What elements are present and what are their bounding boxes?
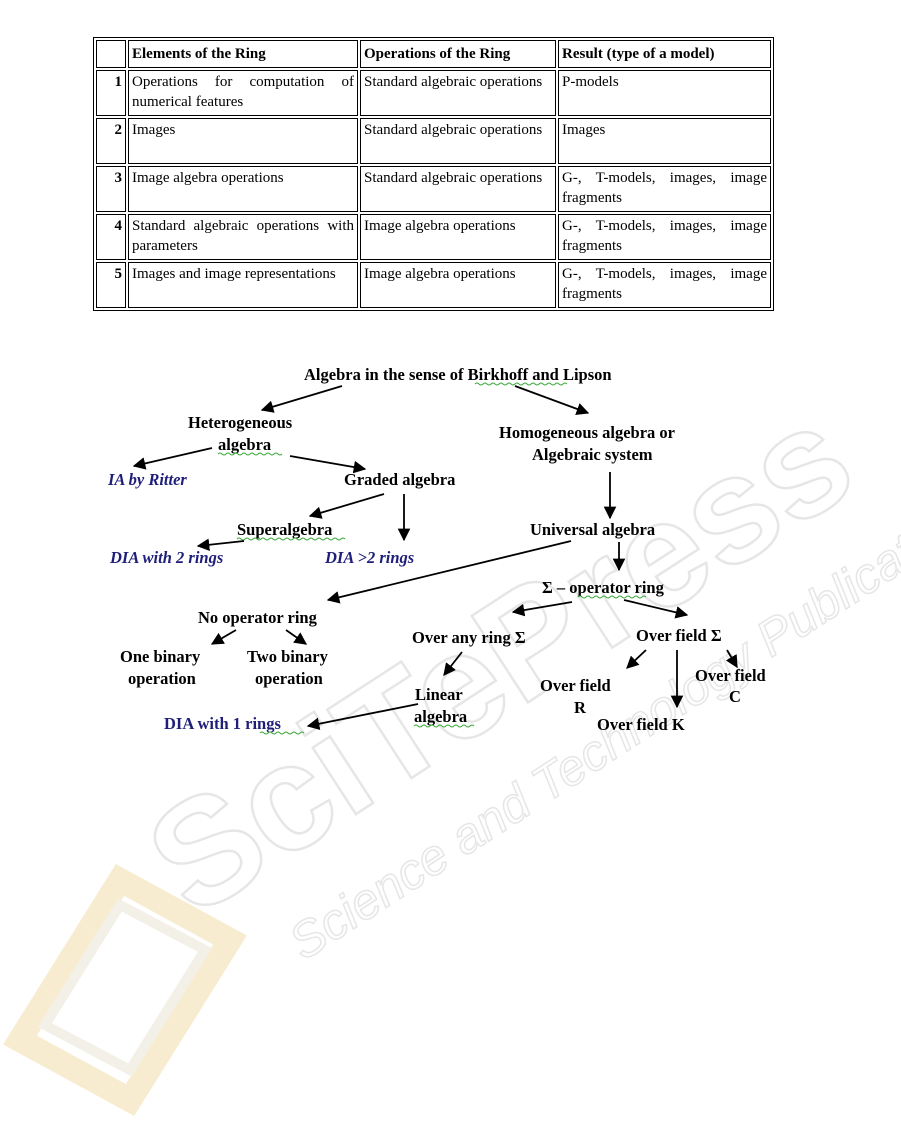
table-row: 2 Images Standard algebraic operations I… [96,118,771,164]
arrow-root-to-homogeneous [514,385,590,415]
node-two-binary-line1: Two binary [247,647,329,666]
node-heterogeneous-line1: Heterogeneous [188,413,293,432]
diagram-arrows [132,385,738,730]
node-no-operator-ring: No operator ring [198,608,318,627]
row-operations: Standard algebraic operations [360,70,556,116]
row-number: 2 [96,118,126,164]
row-number: 4 [96,214,126,260]
arrow-heterogeneous-to-graded [289,455,367,474]
arrow-sigma-to-over-any-ring [511,601,573,617]
node-linear-line2: algebra [414,707,467,726]
table-header-result: Result (type of a model) [558,40,771,68]
row-operations: Image algebra operations [360,262,556,308]
row-result: G-, T-models, images, image fragments [558,262,771,308]
arrow-graded-to-superalgebra [308,493,385,519]
watermark-sub-text: Science and Technology Publications [279,473,901,970]
arrow-universal-to-no-operator [326,540,572,604]
arrow-sigma-to-over-field [623,599,689,619]
node-homogeneous-line2: Algebraic system [532,445,653,464]
node-over-any-ring: Over any ring Σ [412,628,526,647]
table-header-elements: Elements of the Ring [128,40,358,68]
table-row: 1 Operations for computation of numerica… [96,70,771,116]
table-row: 3 Image algebra operations Standard alge… [96,166,771,212]
node-over-field-r-line2: R [574,698,587,717]
watermark-main-text: SciTePress [119,371,880,946]
row-elements: Operations for computation of numerical … [128,70,358,116]
node-one-binary-line1: One binary [120,647,201,666]
node-graded-algebra: Graded algebra [344,470,455,489]
row-result: G-, T-models, images, image fragments [558,166,771,212]
node-root: Algebra in the sense of Birkhoff and Lip… [304,365,612,384]
node-linear-line1: Linear [415,685,463,704]
table-row: 5 Images and image representations Image… [96,262,771,308]
table-header-num [96,40,126,68]
table-header-operations: Operations of the Ring [360,40,556,68]
row-operations: Standard algebraic operations [360,166,556,212]
node-ia-ritter: IA by Ritter [107,470,187,489]
row-result: G-, T-models, images, image fragments [558,214,771,260]
arrow-over-field-to-c [725,649,738,669]
node-over-field-c-line1: Over field [695,666,766,685]
row-elements: Image algebra operations [128,166,358,212]
row-number: 5 [96,262,126,308]
arrow-linear-to-dia-1 [306,703,419,730]
row-number: 3 [96,166,126,212]
row-elements: Images and image representations [128,262,358,308]
node-two-binary-line2: operation [255,669,323,688]
row-result: P-models [558,70,771,116]
ring-types-table: Elements of the Ring Operations of the R… [93,37,774,311]
spellcheck-underlines [217,382,647,735]
row-result: Images [558,118,771,164]
node-dia-1-rings: DIA with 1 rings [164,714,281,733]
row-elements: Images [128,118,358,164]
node-over-field-sigma: Over field Σ [636,626,722,645]
arrow-heterogeneous-to-ia-ritter [132,447,213,470]
watermark-logo-icon [3,864,247,1116]
arrow-superalgebra-to-dia-2 [196,538,245,552]
node-over-field-c-line2: C [729,687,741,706]
node-over-field-r-line1: Over field [540,676,611,695]
node-dia-2-rings: DIA with 2 rings [109,548,223,567]
arrow-no-operator-to-one-binary [210,629,237,645]
arrow-root-to-heterogeneous [260,385,343,413]
node-superalgebra: Superalgebra [237,520,332,539]
table-header-row: Elements of the Ring Operations of the R… [96,40,771,68]
node-one-binary-line2: operation [128,669,196,688]
arrow-no-operator-to-two-binary [285,629,308,645]
node-heterogeneous-line2: algebra [218,435,271,454]
row-number: 1 [96,70,126,116]
node-dia-gt2-rings: DIA >2 rings [324,548,414,567]
node-homogeneous-line1: Homogeneous algebra or [499,423,675,442]
node-over-field-k: Over field K [597,715,685,734]
node-sigma-operator-ring: Σ – operator ring [542,578,665,597]
arrow-over-any-ring-to-linear [443,651,463,676]
row-elements: Standard algebraic operations with param… [128,214,358,260]
table-row: 4 Standard algebraic operations with par… [96,214,771,260]
row-operations: Image algebra operations [360,214,556,260]
arrow-over-field-to-r [626,649,647,669]
row-operations: Standard algebraic operations [360,118,556,164]
node-universal-algebra: Universal algebra [530,520,655,539]
